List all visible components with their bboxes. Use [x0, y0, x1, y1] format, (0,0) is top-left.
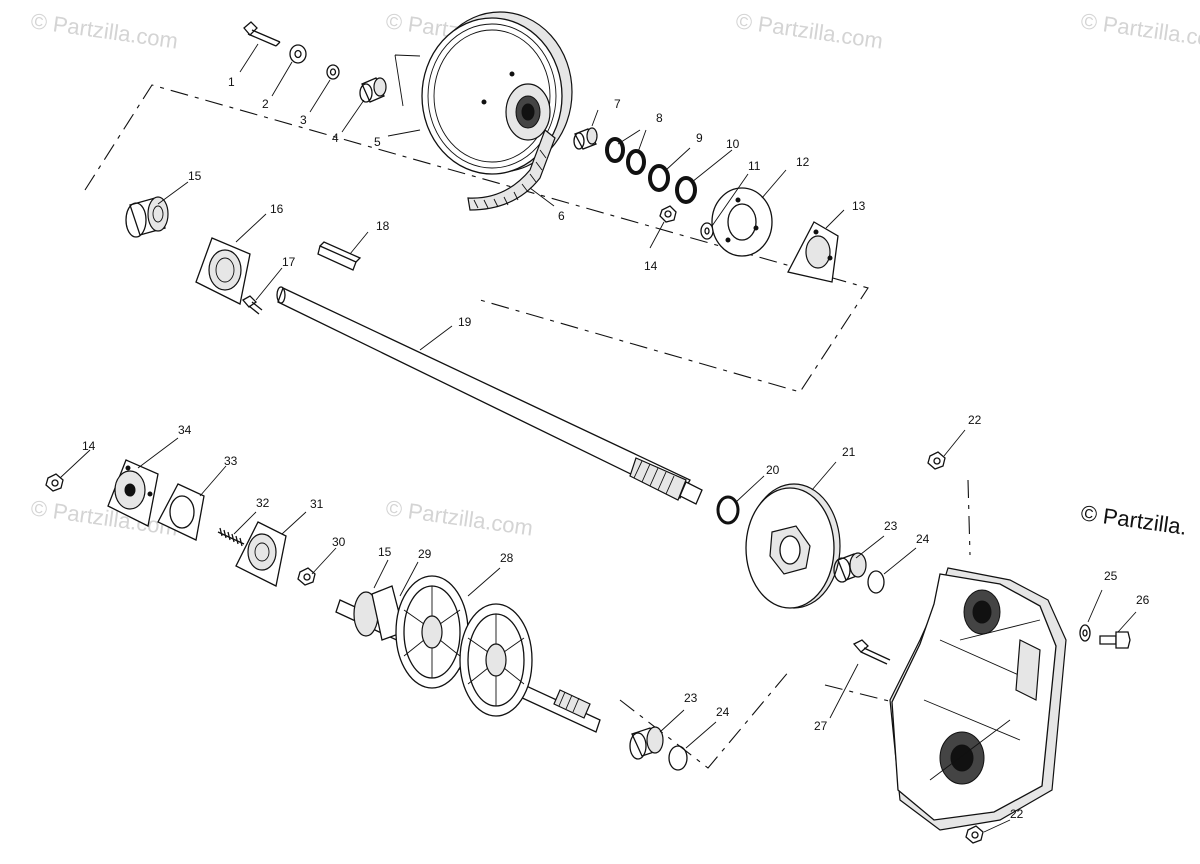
- callout-24-upper[interactable]: 24: [916, 532, 930, 546]
- callout-14-lower[interactable]: 14: [82, 439, 96, 453]
- bearing-part-23-lower[interactable]: [629, 726, 664, 760]
- callout-9[interactable]: 9: [696, 131, 703, 145]
- washer-part-3[interactable]: [326, 64, 340, 80]
- o-ring-part-24-upper[interactable]: [867, 570, 885, 594]
- callout-6[interactable]: 6: [558, 209, 565, 223]
- washer-part-2[interactable]: [289, 44, 307, 64]
- o-ring-part-10[interactable]: [675, 176, 697, 204]
- callout-32[interactable]: 32: [256, 496, 270, 510]
- callout-7[interactable]: 7: [614, 97, 621, 111]
- bolt-part-26[interactable]: [1099, 631, 1131, 649]
- o-ring-part-8[interactable]: [605, 137, 646, 175]
- callout-31[interactable]: 31: [310, 497, 324, 511]
- assembly-center-lines: [84, 84, 971, 769]
- callout-4[interactable]: 4: [332, 131, 339, 145]
- bolt-part-27[interactable]: [852, 639, 891, 665]
- callout-27[interactable]: 27: [814, 719, 828, 733]
- callout-19[interactable]: 19: [458, 315, 472, 329]
- callout-5[interactable]: 5: [374, 135, 381, 149]
- callout-labels: 1 2 3 4 5 6 7 8 9 10 11 12 13 14 15 16 1…: [82, 75, 1150, 821]
- chaincase-housing[interactable]: [889, 567, 1067, 831]
- callout-24-lower[interactable]: 24: [716, 705, 730, 719]
- callout-29[interactable]: 29: [418, 547, 432, 561]
- key-part-18[interactable]: [317, 241, 362, 271]
- upper-drive-assembly: [125, 11, 839, 505]
- callout-8[interactable]: 8: [656, 111, 663, 125]
- watermark: © Partzilla.com: [1079, 8, 1200, 53]
- spring-part-32[interactable]: [217, 527, 245, 547]
- washer-part-25[interactable]: [1079, 624, 1091, 642]
- callout-16[interactable]: 16: [270, 202, 284, 216]
- bushing-part-7[interactable]: [573, 127, 598, 150]
- lower-drive-assembly: [45, 459, 885, 771]
- drive-shaft-assembly-part-28[interactable]: [335, 575, 601, 733]
- callout-22-lower[interactable]: 22: [1010, 807, 1024, 821]
- nut-part-22-upper[interactable]: [927, 451, 946, 470]
- callout-22-upper[interactable]: 22: [968, 413, 982, 427]
- callout-12[interactable]: 12: [796, 155, 810, 169]
- callout-34[interactable]: 34: [178, 423, 192, 437]
- callout-10[interactable]: 10: [726, 137, 740, 151]
- watermark: © Partzilla.com: [734, 8, 884, 53]
- watermark: © Partzilla.com: [29, 8, 179, 53]
- bushing-part-4[interactable]: [359, 77, 387, 103]
- watermark: © Partzilla.com: [384, 495, 534, 540]
- brake-disc-part-21[interactable]: [745, 483, 841, 609]
- chain-part-6[interactable]: [467, 129, 556, 211]
- bolt-part-17[interactable]: [241, 295, 263, 315]
- nut-part-22-lower[interactable]: [965, 825, 984, 844]
- callout-23-lower[interactable]: 23: [684, 691, 698, 705]
- callout-33[interactable]: 33: [224, 454, 238, 468]
- callout-15-lower[interactable]: 15: [378, 545, 392, 559]
- callout-14-upper[interactable]: 14: [644, 259, 658, 273]
- shaft-part-19[interactable]: [276, 286, 703, 505]
- bearing-cup-part-16[interactable]: [195, 237, 251, 305]
- callout-2[interactable]: 2: [262, 97, 269, 111]
- o-ring-part-9[interactable]: [648, 164, 670, 192]
- sprocket-part-5[interactable]: [394, 11, 573, 175]
- callout-26[interactable]: 26: [1136, 593, 1150, 607]
- callout-30[interactable]: 30: [332, 535, 346, 549]
- callout-20[interactable]: 20: [766, 463, 780, 477]
- bearing-housing-part-34[interactable]: [107, 459, 159, 527]
- callout-11[interactable]: 11: [748, 159, 761, 173]
- watermark: © Partzilla.com: [29, 495, 179, 540]
- bearing-part-15-upper[interactable]: [125, 196, 169, 238]
- callout-21[interactable]: 21: [842, 445, 856, 459]
- callout-23-upper[interactable]: 23: [884, 519, 898, 533]
- callout-1[interactable]: 1: [228, 75, 235, 89]
- callout-15-upper[interactable]: 15: [188, 169, 202, 183]
- callout-leader-lines: [59, 43, 1137, 833]
- nut-part-14-upper[interactable]: [659, 205, 677, 223]
- bearing-part-23-upper[interactable]: [833, 552, 867, 583]
- callout-18[interactable]: 18: [376, 219, 390, 233]
- seal-ring-part-20[interactable]: [716, 495, 740, 525]
- callout-13[interactable]: 13: [852, 199, 866, 213]
- bolt-part-1[interactable]: [243, 21, 281, 47]
- chaincase-assembly: [852, 451, 1131, 844]
- callout-17[interactable]: 17: [282, 255, 296, 269]
- plate-part-33[interactable]: [157, 483, 205, 541]
- plate-part-12[interactable]: [711, 187, 773, 257]
- washer-part-11[interactable]: [700, 222, 714, 240]
- nut-part-30[interactable]: [297, 567, 316, 586]
- plate-part-31[interactable]: [235, 521, 287, 587]
- callout-3[interactable]: 3: [300, 113, 307, 127]
- o-ring-part-24-lower[interactable]: [668, 745, 688, 771]
- bearing-cup-part-13[interactable]: [787, 221, 839, 283]
- callout-28[interactable]: 28: [500, 551, 514, 565]
- copyright-notice: © Partzilla.: [1079, 500, 1188, 540]
- callout-25[interactable]: 25: [1104, 569, 1118, 583]
- nut-part-14-lower[interactable]: [45, 473, 64, 492]
